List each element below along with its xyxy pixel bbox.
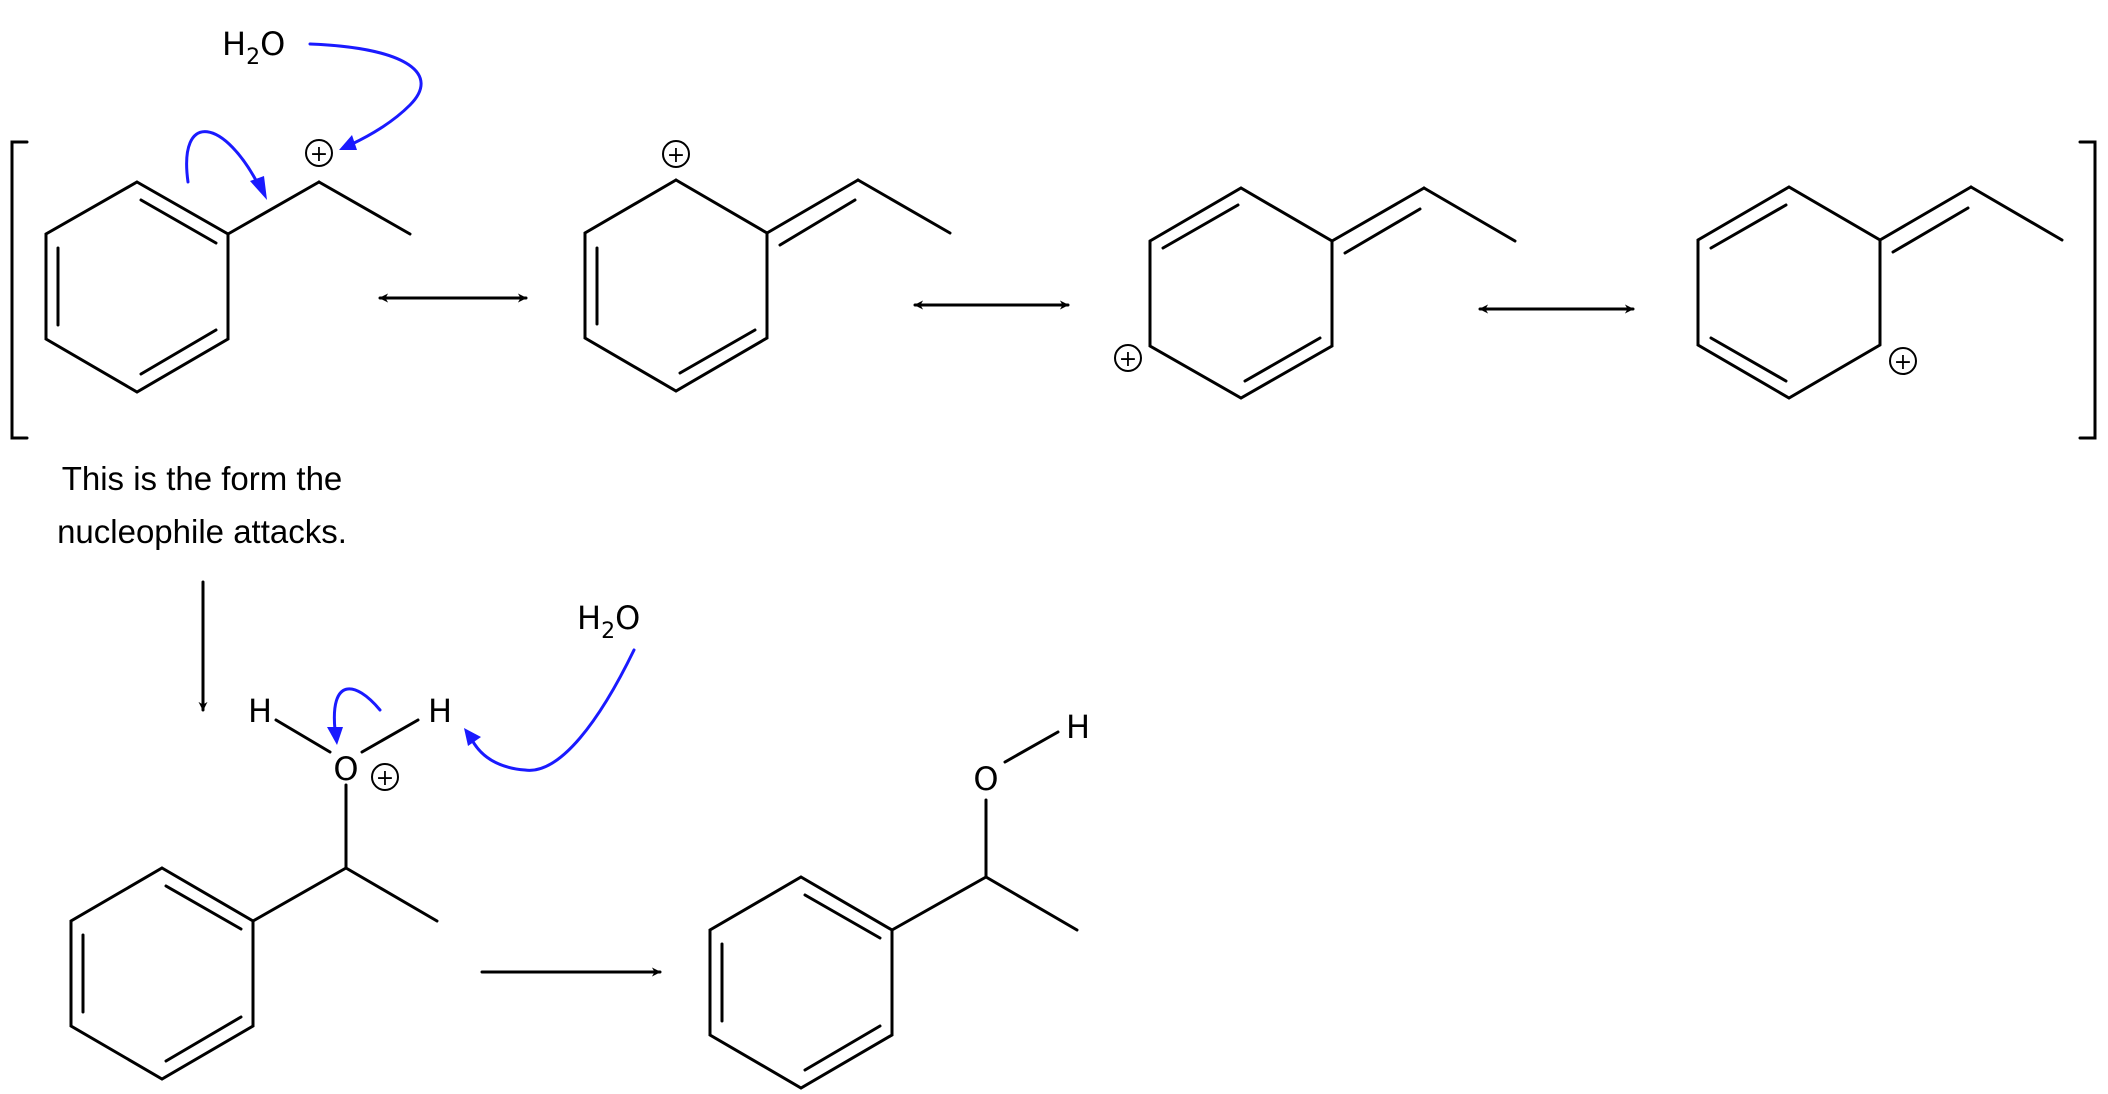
resonance-structure-2: + bbox=[583, 140, 952, 393]
alcohol-hydrogen: H bbox=[1066, 708, 1090, 746]
resonance-structure-4: + bbox=[1696, 185, 2064, 400]
cation-charge-3: + bbox=[1114, 344, 1142, 372]
resonance-structure-1: + bbox=[44, 139, 412, 394]
right-bracket bbox=[2078, 140, 2097, 440]
svg-text:+: + bbox=[1894, 350, 1912, 375]
oxonium-oxygen: O bbox=[333, 750, 358, 788]
svg-text:+: + bbox=[376, 766, 394, 791]
electron-arrow-pi-head bbox=[250, 176, 267, 200]
electron-arrow-water-to-cation bbox=[308, 42, 423, 146]
water-reagent-top: H2O bbox=[222, 25, 285, 70]
annotation-line-2: nucleophile attacks. bbox=[57, 513, 347, 550]
oxonium-hydrogen-left: H bbox=[248, 692, 272, 730]
electron-arrow-oh-bond-to-oxygen bbox=[332, 687, 382, 732]
cation-charge-2: + bbox=[662, 140, 690, 168]
oxonium-intermediate: O H H + bbox=[69, 692, 452, 1081]
electron-arrow-water-hydrogen-head bbox=[464, 728, 481, 746]
water-reagent-bottom: H2O bbox=[577, 599, 640, 644]
alcohol-product: O H bbox=[708, 708, 1090, 1090]
electron-arrow-pi-to-cation bbox=[185, 130, 262, 190]
oxonium-hydrogen-right: H bbox=[428, 692, 452, 730]
svg-text:+: + bbox=[310, 142, 328, 167]
cation-charge-4: + bbox=[1889, 347, 1917, 375]
electron-arrow-oh-bond-head bbox=[327, 727, 343, 745]
left-bracket bbox=[10, 140, 29, 440]
resonance-structure-3: + bbox=[1114, 186, 1517, 400]
annotation-line-1: This is the form the bbox=[62, 460, 343, 497]
cation-charge-1: + bbox=[305, 139, 333, 167]
svg-text:+: + bbox=[667, 143, 685, 168]
oxonium-charge: + bbox=[371, 763, 399, 791]
alcohol-oxygen: O bbox=[973, 760, 998, 798]
electron-arrow-water-head bbox=[339, 135, 357, 150]
svg-text:+: + bbox=[1119, 347, 1137, 372]
electron-arrow-water-to-hydrogen bbox=[470, 648, 636, 772]
